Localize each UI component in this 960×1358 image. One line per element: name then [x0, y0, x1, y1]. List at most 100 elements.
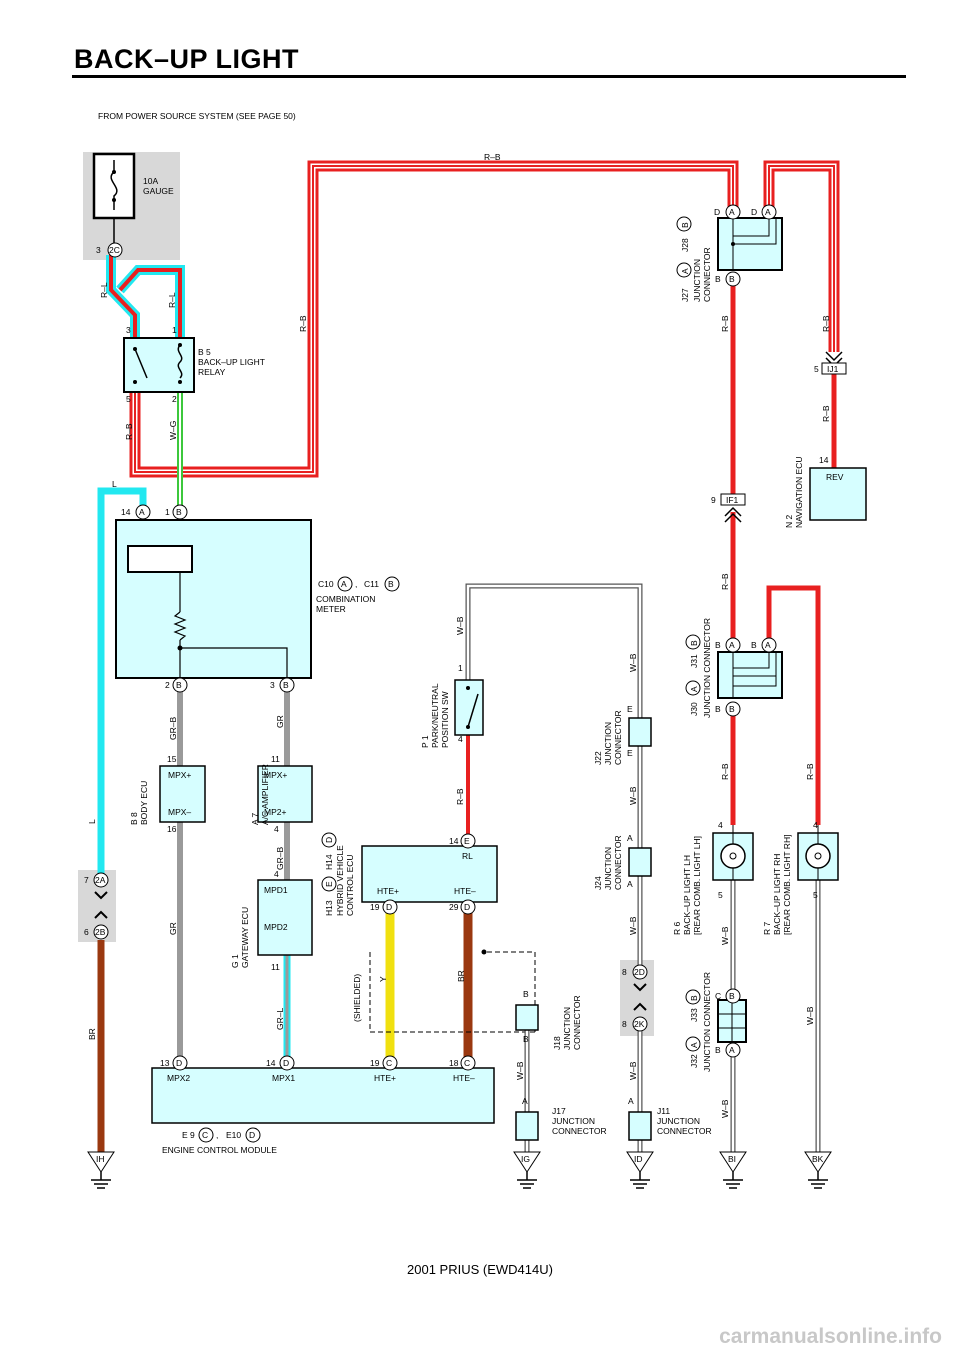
wire-label-wb-psw: W–B — [455, 616, 465, 635]
j17-id: J17 — [552, 1106, 566, 1116]
wire-label-rb-rh: R–B — [805, 763, 815, 780]
hv-ecu-p14: 14 — [449, 836, 459, 846]
wire-label-rb-nav1: R–B — [821, 315, 831, 332]
ecm-p19: 19 — [370, 1058, 380, 1068]
meter-sep: , — [355, 579, 357, 589]
wire-label-wb-rh: W–B — [805, 1006, 815, 1025]
j30-pb1: B — [715, 640, 721, 650]
ac-amp-p2: 4 — [274, 824, 279, 834]
hv-ecu-p19: 19 — [370, 902, 380, 912]
j18-id: J18 — [552, 1036, 562, 1050]
hv-ecu-name2: CONTROL ECU — [345, 854, 355, 916]
wire-l — [97, 487, 147, 876]
meter-pin14: 14 — [121, 507, 131, 517]
relay-pin5: 5 — [126, 394, 131, 404]
j17-name1: JUNCTION — [552, 1116, 595, 1126]
body-ecu-t2: MPX– — [168, 807, 191, 817]
title-divider — [72, 75, 906, 78]
conn-2a-2b-arrows — [94, 891, 108, 919]
j18-pb-top: B — [523, 989, 529, 999]
lamp-lh-p4: 4 — [718, 820, 723, 830]
relay-pin1: 1 — [172, 325, 177, 335]
fuse-pin: 3 — [96, 245, 101, 255]
ij1-conn: IJ1 — [827, 364, 839, 374]
backup-lamp-lh — [712, 825, 754, 881]
ground-id: ID — [634, 1154, 643, 1164]
fuse-name: GAUGE — [143, 186, 174, 196]
ac-amp-t2: MP2+ — [264, 807, 286, 817]
j11-id: J11 — [657, 1106, 670, 1116]
j30-conn1: A — [689, 686, 699, 692]
j22-pe-top: E — [627, 704, 633, 714]
ground-ih: IH — [96, 1154, 105, 1164]
j30-id2: J31 — [689, 654, 699, 668]
fuse-rating: 10A — [143, 176, 158, 186]
j30-name: JUNCTION CONNECTOR — [702, 618, 712, 718]
lamp-lh-name1: BACK–UP LIGHT LH — [682, 855, 692, 935]
j32-pc: C — [715, 991, 721, 1001]
hv-ecu-conn-d19: D — [386, 902, 392, 912]
conn-2k: 2K — [634, 1019, 645, 1029]
conn-2a: 2A — [95, 875, 106, 885]
j27-pb: B — [715, 274, 721, 284]
j27-conn-a1: A — [729, 207, 735, 217]
footer-model: 2001 PRIUS (EWD414U) — [407, 1262, 553, 1277]
navigation-ecu-box — [809, 467, 867, 521]
conn-2b: 2B — [95, 927, 106, 937]
park-neutral-switch — [454, 679, 484, 736]
j32-id2: J33 — [689, 1008, 699, 1022]
wire-label-wb-5: W–B — [515, 1061, 525, 1080]
wire-label-rb-left: R–B — [298, 315, 308, 332]
meter-conn-a14: A — [139, 507, 145, 517]
watermark: carmanualsonline.info — [719, 1325, 942, 1348]
wire-label-rb-rl: R–B — [455, 788, 465, 805]
ground-ig: IG — [521, 1154, 530, 1164]
wire-label-wb-3: W–B — [628, 916, 638, 935]
wire-label-gr-1: GR — [168, 922, 178, 935]
wire-label-br-hte: BR — [456, 970, 466, 982]
wire-label-wb-2: W–B — [628, 786, 638, 805]
wire-label-rb-if1: R–B — [720, 573, 730, 590]
wire-label-rb-relay: R–B — [124, 423, 134, 440]
shield-node — [481, 949, 487, 955]
j18-name2: CONNECTOR — [572, 995, 582, 1050]
hv-ecu-htem: HTE– — [454, 886, 476, 896]
j27-j28-connector — [717, 217, 783, 271]
if1-pin: 9 — [711, 495, 716, 505]
ecm-conn1: C — [202, 1130, 208, 1140]
j30-conn-a2: A — [765, 640, 771, 650]
hv-ecu-conn-e: E — [464, 836, 470, 846]
lamp-lh-name2: [REAR COMB. LIGHT LH] — [692, 836, 702, 935]
j22-pe-bottom: E — [627, 748, 633, 758]
meter-conn2: B — [388, 579, 394, 589]
hv-ecu-htep: HTE+ — [377, 886, 399, 896]
hv-ecu-conn-d29: D — [464, 902, 470, 912]
lamp-rh-id: R 7 — [762, 922, 772, 936]
conn-2d-2k-arrows — [633, 983, 647, 1011]
wire-label-gr-2: GR — [275, 715, 285, 728]
meter-pin1: 1 — [165, 507, 170, 517]
j32-conn-a: A — [729, 1045, 735, 1055]
if1-box — [720, 493, 746, 506]
park-sw-name2: POSITION SW — [440, 691, 450, 748]
j32-conn2: B — [689, 995, 699, 1001]
ecm-p18: 18 — [449, 1058, 459, 1068]
source-note: FROM POWER SOURCE SYSTEM (SEE PAGE 50) — [98, 111, 296, 121]
j22-name1: JUNCTION — [603, 722, 613, 765]
ground-bk: BK — [812, 1154, 824, 1164]
wire-label-rb-lh: R–B — [720, 763, 730, 780]
wire-label-wb-lh: W–B — [720, 926, 730, 945]
ac-amp-name: A/C AMPLIFIER — [260, 764, 270, 825]
body-ecu-p1: 15 — [167, 754, 177, 764]
gateway-p1: 4 — [274, 869, 279, 879]
nav-rev: REV — [826, 472, 844, 482]
j32-pb: B — [715, 1045, 721, 1055]
ac-amp-t1: MPX+ — [264, 770, 287, 780]
combination-meter — [115, 508, 312, 690]
wire-rb-main — [129, 160, 739, 478]
if1-arrow — [724, 506, 742, 523]
meter-conn1: A — [341, 579, 347, 589]
gateway-id: G 1 — [230, 954, 240, 968]
ground-bi: BI — [728, 1154, 736, 1164]
